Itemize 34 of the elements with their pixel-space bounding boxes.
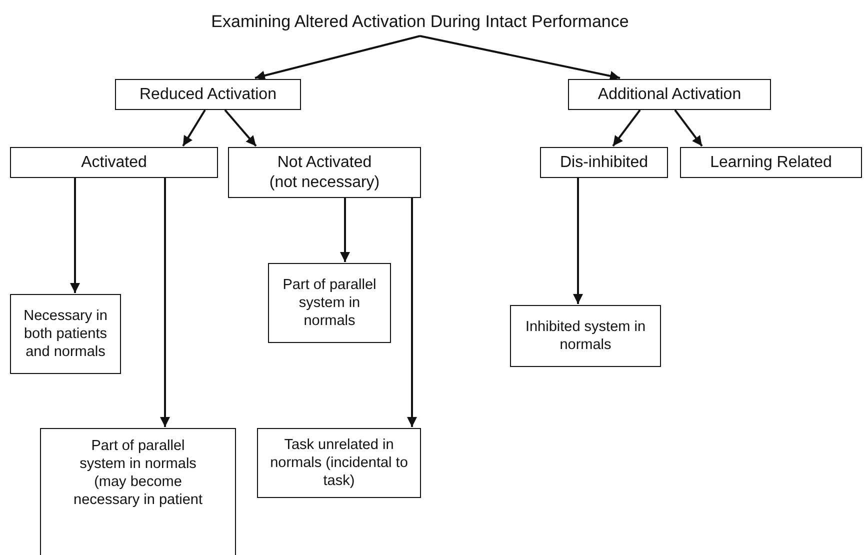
node-label: Necessary in both patients and normals [22, 306, 108, 362]
arrow [160, 178, 170, 427]
category-box [10, 147, 218, 178]
arrow [224, 109, 257, 147]
arrow [674, 109, 703, 147]
node-label: Activated [81, 152, 147, 172]
category-box [568, 79, 771, 110]
arrow [70, 178, 80, 293]
node-label: Learning Related [710, 152, 832, 172]
arrow [340, 198, 350, 262]
category-box [40, 428, 236, 555]
arrow [573, 178, 583, 304]
node-label: Examining Altered Activation During Intact Performance [211, 11, 629, 33]
category-box [268, 263, 391, 343]
category-box [10, 294, 121, 374]
node-label: Additional Activation [598, 84, 742, 104]
node-label: Part of parallel system in normals [282, 276, 378, 330]
arrow [254, 35, 420, 80]
node-label: Dis-inhibited [560, 152, 648, 172]
category-box [228, 147, 421, 198]
category-box [510, 305, 661, 367]
arrow [182, 109, 206, 147]
node-label: Part of parallel system in normals (may become necessary in patient [73, 437, 203, 510]
arrow [420, 35, 620, 81]
node-label: Inhibited system in normals [524, 318, 647, 354]
node-label: Reduced Activation [140, 84, 276, 104]
arrow [612, 109, 641, 147]
node-label: Not Activated (not necessary) [268, 152, 381, 192]
category-box [257, 428, 421, 498]
category-box [115, 79, 301, 110]
node-label: Task unrelated in normals (incidental to task) [269, 436, 409, 490]
category-box [540, 147, 668, 178]
arrow [407, 198, 417, 427]
category-box [680, 147, 862, 178]
